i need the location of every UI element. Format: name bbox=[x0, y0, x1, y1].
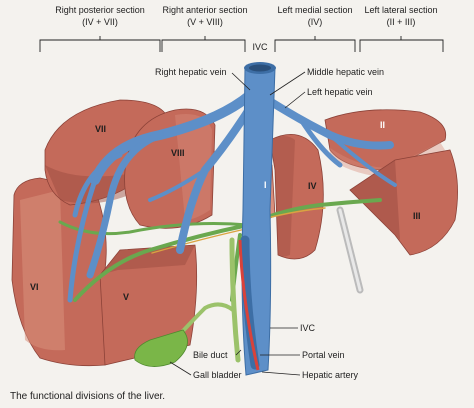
leader-middle-hepatic-vein bbox=[270, 72, 305, 95]
label-right-hepatic-vein: Right hepatic vein bbox=[155, 67, 227, 77]
segment-iii-label: III bbox=[413, 211, 421, 221]
bracket-left-lateral bbox=[360, 36, 443, 52]
leader-gall-bladder bbox=[170, 362, 191, 375]
bracket-right-posterior bbox=[40, 36, 160, 52]
ivc-lumen bbox=[249, 65, 271, 72]
label-bile-duct: Bile duct bbox=[193, 350, 228, 360]
leader-left-hepatic-vein bbox=[285, 92, 305, 108]
label-left-hepatic-vein: Left hepatic vein bbox=[307, 87, 373, 97]
section-segments-left-medial: (IV) bbox=[308, 17, 323, 27]
segment-viii-label: VIII bbox=[171, 148, 185, 158]
label-hepatic-artery: Hepatic artery bbox=[302, 370, 359, 380]
segment-vii-label: VII bbox=[95, 124, 106, 134]
section-name-right-posterior: Right posterior section bbox=[55, 5, 145, 15]
section-segments-right-anterior: (V + VIII) bbox=[187, 17, 223, 27]
bracket-left-medial bbox=[275, 36, 355, 52]
section-name-left-medial: Left medial section bbox=[277, 5, 352, 15]
segment-i-label: I bbox=[264, 180, 267, 190]
round-ligament-highlight bbox=[340, 210, 360, 290]
section-segments-left-lateral: (II + III) bbox=[387, 17, 416, 27]
figure-caption: The functional divisions of the liver. bbox=[10, 391, 165, 402]
section-name-right-anterior: Right anterior section bbox=[162, 5, 247, 15]
segment-v-label: V bbox=[123, 292, 129, 302]
leader-hepatic-artery bbox=[262, 372, 300, 375]
section-name-left-lateral: Left lateral section bbox=[364, 5, 437, 15]
label-portal-vein: Portal vein bbox=[302, 350, 345, 360]
section-brackets bbox=[40, 36, 443, 52]
segment-vi-label: VI bbox=[30, 282, 39, 292]
segment-iv-label: IV bbox=[308, 181, 317, 191]
label-gall-bladder: Gall bladder bbox=[193, 370, 242, 380]
label-ivc-top: IVC bbox=[252, 42, 268, 52]
segment-ii-label: II bbox=[380, 120, 385, 130]
label-middle-hepatic-vein: Middle hepatic vein bbox=[307, 67, 384, 77]
section-segments-right-posterior: (IV + VII) bbox=[82, 17, 118, 27]
label-ivc-bottom: IVC bbox=[300, 323, 316, 333]
bracket-right-anterior bbox=[162, 36, 245, 52]
segment-vi-face bbox=[20, 190, 65, 350]
